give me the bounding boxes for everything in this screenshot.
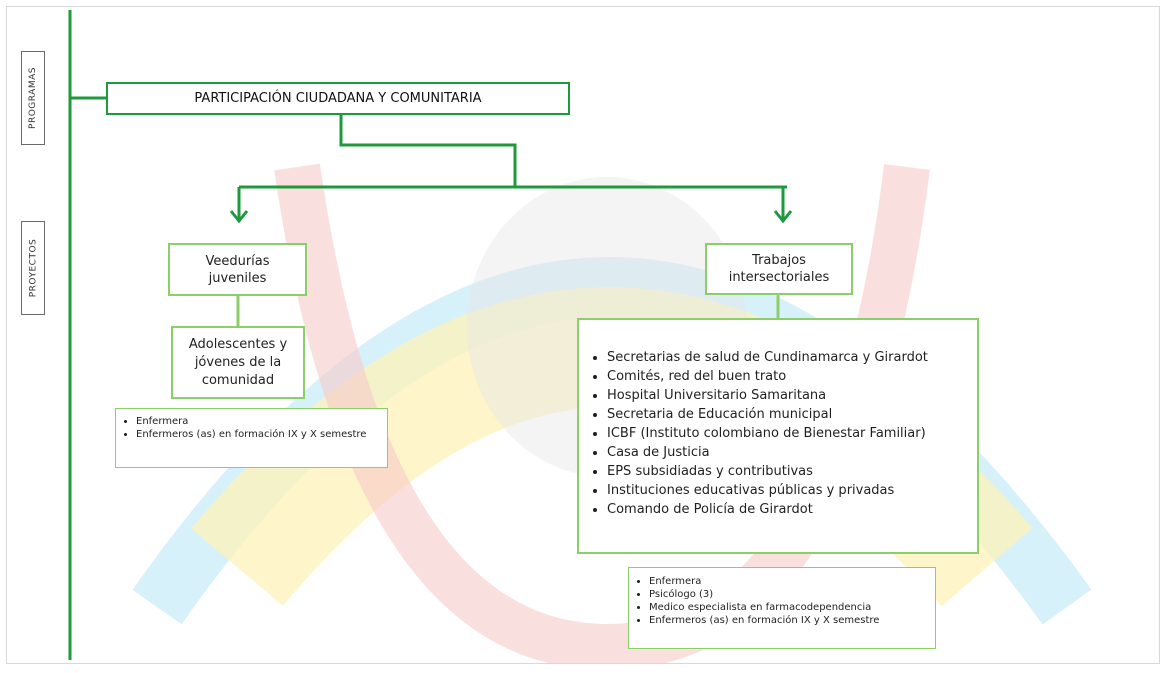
programas-label-text: PROGRAMAS: [28, 67, 39, 129]
list-item: Enfermeros (as) en formación IX y X seme…: [649, 614, 929, 627]
list-item: ICBF (Instituto colombiano de Bienestar …: [607, 424, 967, 443]
list-item: Comités, red del buen trato: [607, 367, 967, 386]
intersectoriales-staff-list: Enfermera Psicólogo (3) Medico especiali…: [635, 575, 929, 627]
partners-list: Secretarias de salud de Cundinamarca y G…: [593, 348, 967, 519]
project-veedurias-box: Veedurías juveniles: [168, 243, 307, 296]
connector-lines: [68, 10, 793, 660]
list-item: EPS subsidiadas y contributivas: [607, 462, 967, 481]
program-title: PARTICIPACIÓN CIUDADANA Y COMUNITARIA: [194, 91, 482, 106]
list-item: Casa de Justicia: [607, 443, 967, 462]
program-box: PARTICIPACIÓN CIUDADANA Y COMUNITARIA: [106, 82, 570, 115]
proyectos-label-text: PROYECTOS: [28, 238, 39, 298]
list-item: Enfermera: [136, 415, 377, 428]
list-item: Psicólogo (3): [649, 588, 929, 601]
list-item: Enfermera: [649, 575, 929, 588]
list-item: Medico especialista en farmacodependenci…: [649, 601, 929, 614]
project-veedurias-title: Veedurías juveniles: [205, 253, 270, 286]
diagram-canvas: PROGRAMAS PROYECTOS PARTICIPACIÓN CIUDAD…: [6, 6, 1160, 664]
list-item: Secretaria de Educación municipal: [607, 405, 967, 424]
target-group-text: Adolescentes y jóvenes de la comunidad: [188, 336, 288, 388]
project-intersectoriales-box: Trabajos intersectoriales: [705, 243, 853, 295]
programas-label: PROGRAMAS: [21, 51, 45, 145]
list-item: Secretarias de salud de Cundinamarca y G…: [607, 348, 967, 367]
project-intersectoriales-title: Trabajos intersectoriales: [728, 253, 830, 285]
list-item: Hospital Universitario Samaritana: [607, 386, 967, 405]
list-item: Instituciones educativas públicas y priv…: [607, 481, 967, 500]
intersectoriales-staff-box: Enfermera Psicólogo (3) Medico especiali…: [628, 567, 936, 649]
list-item: Comando de Policía de Girardot: [607, 500, 967, 519]
partners-box: Secretarias de salud de Cundinamarca y G…: [577, 318, 979, 554]
veedurias-staff-list: Enfermera Enfermeros (as) en formación I…: [122, 415, 377, 441]
veedurias-staff-box: Enfermera Enfermeros (as) en formación I…: [115, 408, 388, 468]
target-group-box: Adolescentes y jóvenes de la comunidad: [171, 326, 305, 399]
proyectos-label: PROYECTOS: [21, 221, 45, 315]
list-item: Enfermeros (as) en formación IX y X seme…: [136, 428, 377, 441]
